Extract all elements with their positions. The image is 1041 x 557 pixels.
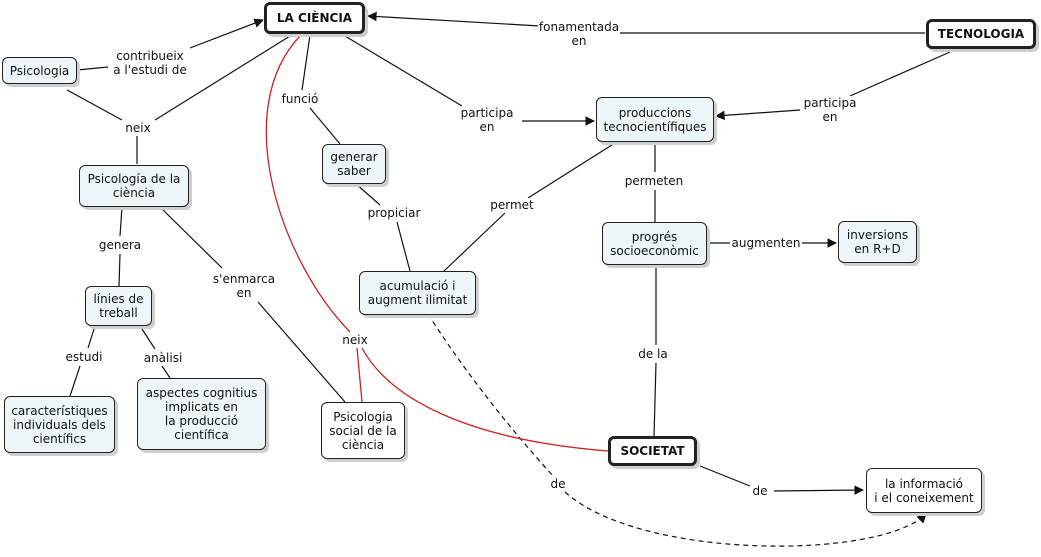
node-societat[interactable]: SOCIETAT — [608, 436, 697, 466]
node-produccions-tecnocientifiques[interactable]: produccions tecnocientífiques — [596, 97, 714, 142]
node-psicologia[interactable]: Psicologia — [2, 57, 77, 84]
edge-psicologia-neix — [66, 89, 123, 121]
link-label-genera: genera — [97, 238, 143, 252]
edge-senmarca-psicsocial — [257, 301, 346, 403]
edge-psicologia-contribueix — [76, 66, 109, 71]
edge-permet-acumulacio — [443, 212, 506, 272]
node-inversions[interactable]: inversions en R+D — [838, 221, 917, 263]
edge-estudi-caracteristiques — [69, 365, 81, 397]
link-label-senmarca: s'enmarca en — [211, 272, 277, 300]
link-label-propiciar: propiciar — [366, 206, 422, 220]
edge-produccions-permet — [527, 142, 616, 199]
edge-tecnologia-participa2 — [849, 51, 951, 97]
node-psicologia-social[interactable]: Psicologia social de la ciència — [321, 402, 405, 459]
edge-linies-analisi — [139, 325, 156, 350]
link-label-augmenten: augmenten — [730, 236, 802, 250]
edge-analisi-aspectes — [161, 365, 171, 379]
link-label-contribueix: contribueix a l'estudi de — [112, 49, 188, 77]
link-label-permet: permet — [489, 198, 535, 212]
edge-ciencia-neix — [154, 35, 291, 121]
edge-ciencia-participa — [344, 35, 463, 107]
link-label-participa-tecnologia: participa en — [802, 96, 858, 124]
edge-generar-propiciar — [354, 182, 381, 206]
edge-dela-societat — [653, 362, 657, 438]
node-linies-de-treball[interactable]: línies de treball — [85, 286, 152, 326]
link-label-neix-red: neix — [341, 333, 369, 347]
link-label-estudi: estudi — [64, 350, 104, 364]
link-label-permeten: permeten — [623, 174, 685, 188]
node-informacio[interactable]: la informació i el coneixement — [866, 468, 982, 513]
edge-linies-estudi — [87, 325, 96, 349]
edge-ciencia-funcio — [301, 34, 311, 91]
edge-de-informacio — [773, 485, 864, 495]
edge-participa2-produccions — [715, 109, 801, 121]
link-label-analisi: anàlisi — [142, 351, 184, 365]
edge-red-neix-societat — [361, 347, 609, 452]
edge-contribueix-ciencia — [189, 18, 264, 49]
node-psicologia-de-la-ciencia[interactable]: Psicología de la ciència — [79, 165, 189, 207]
edge-psicciencia-senmarca — [159, 206, 223, 269]
edge-societat-de — [699, 465, 751, 487]
edge-red-neix-psicsocial — [356, 347, 363, 403]
node-generar-saber[interactable]: generar saber — [322, 144, 386, 184]
link-label-de-la: de la — [637, 347, 669, 361]
link-label-funcio: funció — [280, 92, 320, 106]
edge-propiciar-acumulacio — [396, 221, 411, 272]
link-label-participa-ciencia: participa en — [459, 106, 515, 134]
edge-acumulacio-de-dashed — [427, 313, 926, 547]
node-progres-socioeconomic[interactable]: progrés socioeconòmic — [602, 222, 707, 265]
node-caracteristiques[interactable]: característiques individuals dels cientí… — [4, 396, 115, 453]
node-acumulacio[interactable]: acumulació i augment ilimitat — [359, 271, 476, 315]
edge-fonamentada-ciencia — [367, 11, 541, 27]
node-la-ciencia[interactable]: LA CIÈNCIA — [264, 2, 365, 34]
edge-genera-linies — [118, 253, 121, 287]
edge-red-ciencia-neix — [265, 35, 351, 333]
link-label-neix: neix — [124, 121, 152, 135]
link-label-fonamentada: fonamentada en — [537, 20, 621, 48]
edge-psicciencia-genera — [119, 206, 123, 237]
node-aspectes-cognitius[interactable]: aspectes cognitius implicats en la produ… — [137, 378, 266, 450]
link-label-de-societat: de — [751, 484, 769, 498]
link-label-de-dashed: de — [549, 477, 567, 491]
edge-funcio-generar — [309, 107, 341, 145]
node-tecnologia[interactable]: TECNOLOGIA — [926, 19, 1036, 49]
